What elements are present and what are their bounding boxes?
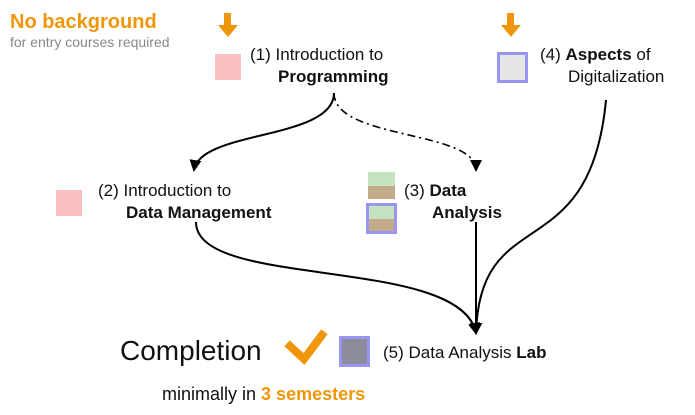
course-2-title-line2: Data Management: [126, 203, 272, 222]
checkmark-icon: [284, 329, 328, 365]
course-4-title-line2: Digitalization: [568, 67, 665, 86]
course-5-title: Data Analysis: [408, 343, 512, 362]
course-2-marker: [56, 190, 82, 216]
edge-1-to-3: [333, 92, 482, 172]
course-4-title-rest: of: [636, 45, 651, 64]
edge-4-to-5: [470, 99, 607, 335]
completion-label: Completion: [120, 335, 262, 366]
no-background-title: No background: [10, 11, 157, 33]
course-1-marker: [215, 54, 241, 80]
course-3-number: (3): [404, 181, 425, 200]
course-4-line1: (4) Aspects of: [540, 44, 651, 65]
course-1-line1: (1) Introduction to: [250, 44, 383, 65]
course-5-label: (5) Data Analysis Lab: [383, 342, 546, 363]
course-2-number: (2): [98, 181, 119, 200]
course-3-marker-bottom: [366, 203, 397, 234]
course-2-title-line1: Introduction to: [123, 181, 232, 200]
minimum-duration-value: 3 semesters: [261, 384, 366, 404]
edge-2-to-5: [195, 221, 480, 335]
course-4-title-bold: Aspects: [565, 45, 632, 64]
course-4-marker: [497, 52, 528, 83]
minimum-duration: minimally in 3 semesters: [162, 384, 365, 405]
no-background-subtitle: for entry courses required: [10, 34, 170, 50]
edge-1-to-2: [189, 92, 335, 172]
course-3-title-line2: Analysis: [432, 203, 502, 222]
course-3-marker-top: [368, 172, 395, 199]
course-4-number: (4): [540, 45, 561, 64]
course-5-marker: [339, 336, 370, 367]
course-1-number: (1): [250, 45, 271, 64]
course-3-line1: (3) Data: [404, 180, 466, 201]
down-arrow-icon: [501, 13, 521, 37]
course-2-line1: (2) Introduction to: [98, 180, 231, 201]
course-5-title-bold: Lab: [516, 343, 547, 362]
down-arrow-icon: [218, 13, 238, 37]
course-5-number: (5): [383, 343, 404, 362]
minimum-duration-prefix: minimally in: [162, 384, 257, 404]
course-1-title-line1: Introduction to: [275, 45, 384, 64]
course-3-title-line1: Data: [429, 181, 467, 200]
course-1-title-line2: Programming: [278, 67, 389, 86]
